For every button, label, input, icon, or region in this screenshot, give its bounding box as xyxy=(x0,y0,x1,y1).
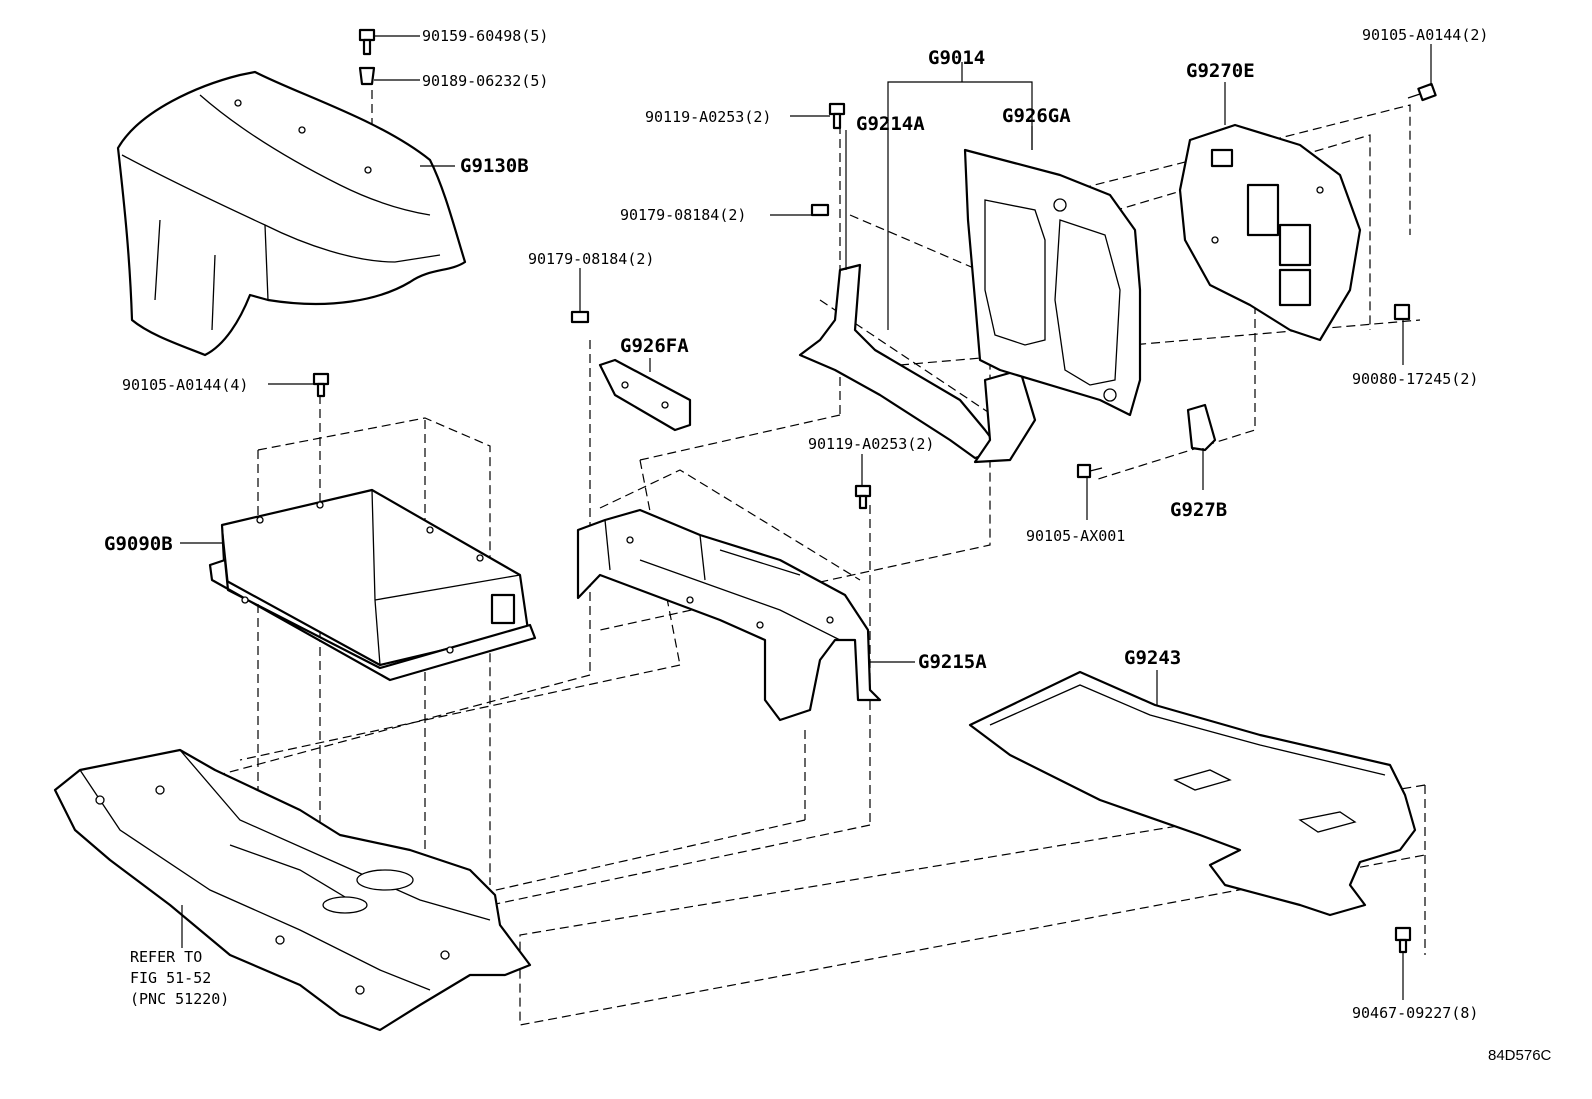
cover-g9243 xyxy=(968,670,1417,917)
inverter-g9090b xyxy=(208,488,537,682)
under-tray-ref xyxy=(53,748,532,1032)
bracket-g926fa xyxy=(598,358,692,432)
label-bolt-90119-a0253-top: 90119-A0253(2) xyxy=(645,108,771,126)
bolt-icon xyxy=(358,28,376,56)
label-bracket-g926fa: G926FA xyxy=(620,335,689,357)
cover-g9130b xyxy=(116,70,467,357)
label-bracket-g926ga: G926GA xyxy=(1002,105,1071,127)
label-bolt-90159-60498: 90159-60498(5) xyxy=(422,27,548,45)
label-refer-line1: REFER TO xyxy=(130,948,202,966)
ecu-g9270e xyxy=(1178,123,1362,342)
label-ecu-g9270e: G9270E xyxy=(1186,60,1255,82)
figure-code: 84D576C xyxy=(1488,1047,1552,1064)
bracket-g927b xyxy=(1186,403,1217,452)
clip-icon xyxy=(358,66,376,86)
label-clip-90189-06232: 90189-06232(5) xyxy=(422,72,548,90)
label-bolt-90105-a0144-2: 90105-A0144(2) xyxy=(1362,26,1488,44)
label-nut-90179-08184-center: 90179-08184(2) xyxy=(528,250,654,268)
label-bolt-90119-a0253-mid: 90119-A0253(2) xyxy=(808,435,934,453)
label-bolt-90105-a0144-4: 90105-A0144(4) xyxy=(122,376,248,394)
label-cover-g9243: G9243 xyxy=(1124,647,1181,669)
label-refer-line3: (PNC 51220) xyxy=(130,990,229,1008)
label-nut-90179-08184-upper: 90179-08184(2) xyxy=(620,206,746,224)
bolt-icon xyxy=(828,102,846,130)
bolt-icon xyxy=(312,372,330,398)
bracket-g9215a xyxy=(576,508,882,722)
label-clip-90467-09227: 90467-09227(8) xyxy=(1352,1004,1478,1022)
nut-icon xyxy=(570,310,590,324)
nut-icon xyxy=(1393,303,1411,321)
label-inverter-g9090b: G9090B xyxy=(104,533,173,555)
screw-icon xyxy=(1076,463,1103,479)
label-cover-g9130b: G9130B xyxy=(460,155,529,177)
label-bracket-g927b: G927B xyxy=(1170,499,1227,521)
leader-lines xyxy=(180,35,1432,1000)
label-bracket-g9215a: G9215A xyxy=(918,651,987,673)
clip-icon xyxy=(1394,926,1412,954)
label-nut-90080-17245: 90080-17245(2) xyxy=(1352,370,1478,388)
bolt-icon xyxy=(854,484,872,510)
label-bracket-g9214a: G9214A xyxy=(856,113,925,135)
bracket-g9214a xyxy=(798,263,1037,464)
frame-g926ga xyxy=(963,148,1142,417)
bolt-icon xyxy=(1407,82,1437,102)
label-group-g9014: G9014 xyxy=(928,47,985,69)
label-screw-90105-ax001: 90105-AX001 xyxy=(1026,527,1125,545)
nut-icon xyxy=(810,203,830,217)
label-refer-line2: FIG 51-52 xyxy=(130,969,211,987)
